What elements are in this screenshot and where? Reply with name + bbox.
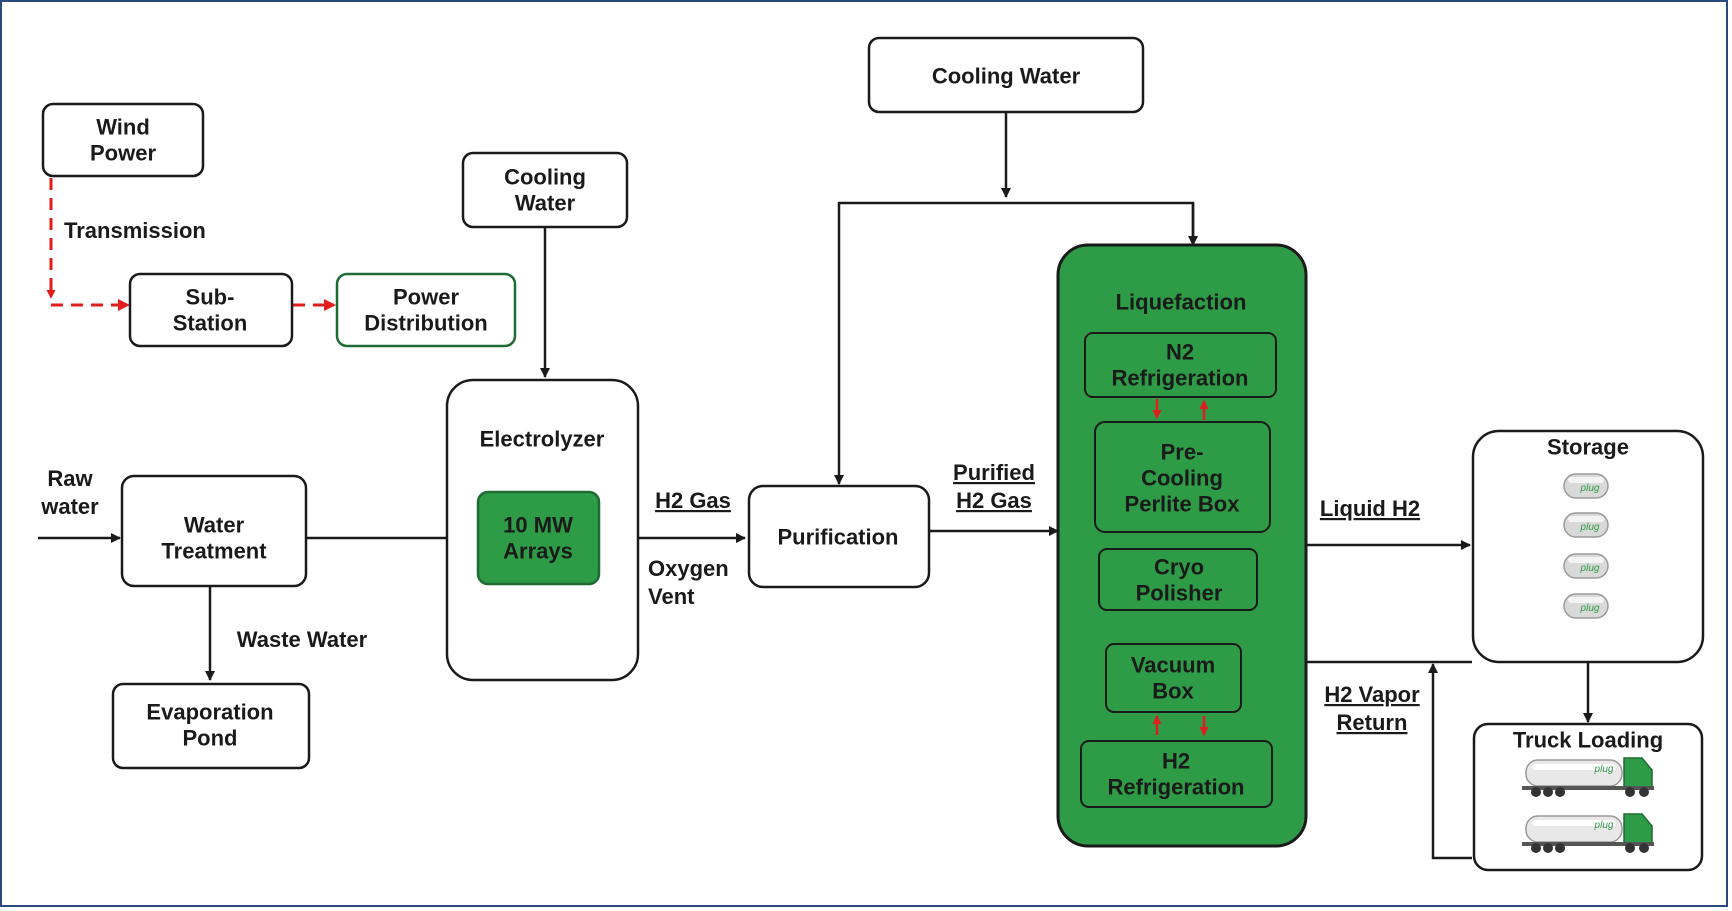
raw-water-label: Raw xyxy=(47,466,93,491)
cryo-polisher-label: Cryo xyxy=(1154,555,1204,580)
storage-tank-icon xyxy=(1563,473,1609,499)
waste-water-label: Waste Water xyxy=(237,627,368,652)
pre-cooling-label: Cooling xyxy=(1141,466,1223,491)
purification-label: Purification xyxy=(777,525,898,550)
liquefaction-label: Liquefaction xyxy=(1116,290,1247,315)
substation-box: Sub-Station xyxy=(128,272,294,348)
storage-tank-icon xyxy=(1563,553,1609,579)
h2-gas-label: H2 Gas xyxy=(655,488,731,513)
oxygen-vent-label: Oxygen xyxy=(648,556,729,581)
vacuum-box-label: Vacuum xyxy=(1131,653,1215,678)
power-distribution-label: Distribution xyxy=(364,311,487,336)
substation-label: Station xyxy=(173,311,248,336)
vacuum-box-label: Box xyxy=(1152,679,1194,704)
purified-h2-gas-label: Purified xyxy=(953,460,1035,485)
substation-label: Sub- xyxy=(186,285,235,310)
arrays-label: 10 MW xyxy=(503,513,573,538)
pre-cooling-label: Perlite Box xyxy=(1125,492,1241,517)
transmission-label: Transmission xyxy=(64,218,206,243)
cryo-polisher-label: Polisher xyxy=(1136,581,1223,606)
oxygen-vent-label: Vent xyxy=(648,584,695,609)
pre-cooling-label: Pre- xyxy=(1161,440,1204,465)
h2-refrigeration-label: Refrigeration xyxy=(1108,775,1245,800)
cooling-water-left-label: Cooling xyxy=(504,165,586,190)
h2-vapor-return-label: H2 Vapor xyxy=(1324,682,1420,707)
n2-refrigeration-label: N2 xyxy=(1166,340,1194,365)
electrolyzer-label: Electrolyzer xyxy=(480,427,605,452)
storage-label: Storage xyxy=(1547,435,1629,460)
truck-loading-label: Truck Loading xyxy=(1513,728,1663,753)
water-treatment-label: Treatment xyxy=(161,539,267,564)
storage-box: Storage xyxy=(1471,429,1705,664)
truck-loading-box: Truck Loading xyxy=(1472,722,1704,872)
n2-refrigeration-label: Refrigeration xyxy=(1112,366,1249,391)
arrays-label: Arrays xyxy=(503,539,573,564)
refrigeration-exchange-arrows xyxy=(1152,399,1209,736)
purification-box: Purification xyxy=(747,484,931,589)
cooling-water-top-label: Cooling Water xyxy=(932,64,1081,89)
storage-tank-icon xyxy=(1563,512,1609,538)
power-distribution-label: Power xyxy=(393,285,459,310)
liquid-h2-label: Liquid H2 xyxy=(1320,496,1420,521)
evaporation-pond-label: Pond xyxy=(183,726,238,751)
storage-tank-icon xyxy=(1563,593,1609,619)
vapor-return-line xyxy=(1428,663,1472,860)
water-treatment-label: Water xyxy=(184,513,245,538)
purified-h2-gas-label: H2 Gas xyxy=(956,488,1032,513)
wind-power-label: Power xyxy=(90,141,156,166)
h2-refrigeration-label: H2 xyxy=(1162,749,1190,774)
wind-power-label: Wind xyxy=(96,115,150,140)
cooling-water-left-label: Water xyxy=(515,191,576,216)
evaporation-pond-label: Evaporation xyxy=(146,700,273,725)
h2-vapor-return-label: Return xyxy=(1337,710,1408,735)
raw-water-label: water xyxy=(40,494,99,519)
cooling-water-top-box: Cooling Water xyxy=(867,36,1145,114)
